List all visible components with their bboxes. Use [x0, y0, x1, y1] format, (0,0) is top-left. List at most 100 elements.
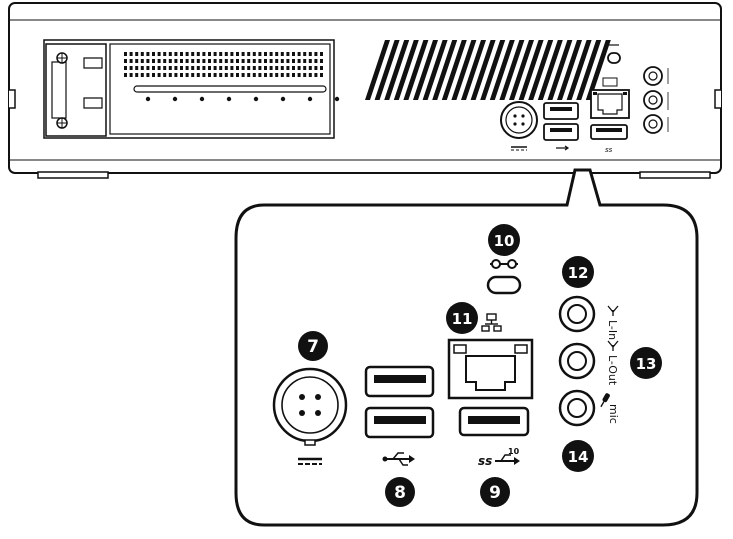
- mesh-hole: [208, 66, 211, 70]
- mesh-hole: [280, 66, 284, 70]
- vent-slot: [461, 40, 486, 100]
- callout-badge-10: 10: [488, 224, 520, 256]
- vent-slot: [547, 40, 573, 100]
- mesh-hole: [185, 59, 189, 63]
- mesh-hole: [224, 73, 228, 77]
- mesh-hole: [264, 66, 267, 70]
- mesh-hole: [196, 59, 200, 63]
- mesh-hole: [247, 66, 251, 70]
- mesh-hole: [252, 73, 256, 77]
- mesh-hole: [236, 59, 239, 63]
- mesh-hole: [269, 66, 273, 70]
- line-out-label: L-Out: [606, 355, 619, 386]
- rear-power-connector-small: [500, 101, 538, 151]
- mesh-hole: [258, 59, 262, 63]
- svg-text:12: 12: [568, 264, 589, 282]
- mesh-hole: [269, 73, 273, 77]
- mesh-hole: [213, 73, 217, 77]
- mesh-hole: [168, 59, 172, 63]
- vent-slot: [451, 40, 477, 100]
- mesh-hole: [129, 59, 133, 63]
- mesh-hole: [275, 52, 279, 56]
- svg-text:ss: ss: [478, 454, 492, 468]
- audio-line-out-icon: L-Out: [558, 340, 619, 386]
- callout-badge-11: 11: [446, 302, 478, 334]
- mesh-hole: [308, 73, 312, 77]
- mesh-hole: [146, 73, 150, 77]
- mesh-hole: [320, 73, 323, 77]
- mesh-hole: [275, 66, 279, 70]
- mesh-hole: [213, 52, 217, 56]
- mesh-hole: [230, 66, 234, 70]
- mic-label: mic: [607, 404, 620, 424]
- vent-slot: [413, 40, 438, 100]
- mesh-hole: [191, 66, 195, 70]
- vent-slot: [557, 40, 582, 100]
- vent-slot: [537, 40, 563, 100]
- mesh-hole: [308, 52, 312, 56]
- vent-slot: [576, 40, 602, 100]
- vent-slot: [528, 40, 554, 100]
- mesh-hole: [168, 73, 172, 77]
- mesh-hole: [286, 73, 290, 77]
- mesh-hole: [202, 59, 206, 63]
- mesh-hole: [314, 59, 318, 63]
- mesh-hole: [140, 66, 144, 70]
- mesh-hole: [135, 73, 139, 77]
- mesh-dot: [334, 96, 340, 102]
- svg-text:10: 10: [494, 232, 515, 250]
- mesh-hole: [157, 52, 161, 56]
- mesh-hole: [303, 73, 307, 77]
- mesh-hole: [124, 52, 127, 56]
- mesh-dot: [172, 96, 178, 102]
- mesh-hole: [185, 73, 189, 77]
- mesh-hole: [124, 66, 127, 70]
- mesh-hole: [191, 73, 195, 77]
- network-icon: [447, 313, 534, 400]
- mesh-hole: [174, 66, 178, 70]
- mesh-hole: [297, 73, 301, 77]
- mesh-hole: [314, 52, 318, 56]
- mesh-hole: [219, 73, 223, 77]
- mesh-hole: [157, 59, 161, 63]
- mesh-hole: [292, 52, 295, 56]
- mesh-hole: [280, 52, 284, 56]
- mesh-hole: [196, 52, 200, 56]
- mesh-hole: [264, 59, 267, 63]
- svg-text:ss: ss: [605, 146, 613, 154]
- mesh-hole: [297, 59, 301, 63]
- mesh-hole: [152, 52, 155, 56]
- mesh-hole: [152, 59, 155, 63]
- mesh-hole: [224, 66, 228, 70]
- usb-superspeed-10-icon: ss 10: [458, 406, 530, 468]
- mesh-hole: [180, 59, 183, 63]
- vent-slot: [470, 40, 496, 100]
- vent-slot: [509, 40, 534, 100]
- mesh-hole: [297, 66, 301, 70]
- mesh-hole: [191, 52, 195, 56]
- mesh-hole: [280, 59, 284, 63]
- mesh-hole: [135, 52, 139, 56]
- kensington-lock-icon: [486, 259, 522, 295]
- mesh-hole: [247, 59, 251, 63]
- vent-slot: [585, 40, 611, 100]
- mesh-hole: [247, 52, 251, 56]
- mesh-hole: [236, 52, 239, 56]
- mesh-hole: [174, 59, 178, 63]
- mesh-hole: [174, 73, 178, 77]
- vent-slot: [422, 40, 448, 100]
- vent-slot: [566, 40, 592, 100]
- vent-slot: [499, 40, 525, 100]
- mesh-hole: [129, 52, 133, 56]
- mesh-hole: [303, 52, 307, 56]
- mesh-hole: [320, 59, 323, 63]
- mesh-hole: [168, 66, 172, 70]
- mesh-hole: [308, 66, 312, 70]
- mesh-hole: [185, 52, 189, 56]
- svg-text:7: 7: [307, 337, 319, 357]
- mesh-hole: [230, 52, 234, 56]
- mesh-hole: [196, 73, 200, 77]
- vent-slot: [384, 40, 410, 100]
- vent-slot: [518, 40, 544, 100]
